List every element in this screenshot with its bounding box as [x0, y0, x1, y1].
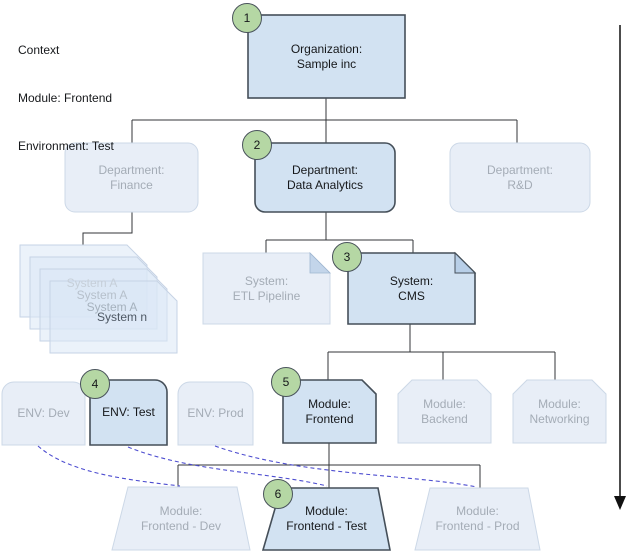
dept-finance-label-1: Department:: [98, 162, 165, 177]
system-etl-node[interactable]: System: ETL Pipeline: [203, 253, 330, 324]
instance-test-shape[interactable]: [261, 487, 391, 551]
step-badge-2: 2: [242, 130, 272, 160]
system-etl-label-1: System:: [244, 273, 289, 288]
organization-shape[interactable]: [247, 14, 406, 99]
env-test-node[interactable]: ENV: Test: [90, 380, 167, 445]
system-etl-label-2: ETL Pipeline: [232, 288, 301, 303]
env-prod-shape[interactable]: [177, 381, 254, 446]
module-networking-label-1: Module:: [538, 396, 581, 411]
dept-rnd-shape[interactable]: [449, 142, 591, 213]
dept-data-analytics-node[interactable]: Department: Data Analytics: [255, 143, 395, 212]
trace-env-prod-to-instance: [214, 445, 478, 488]
module-networking-node[interactable]: Module: Networking: [513, 380, 606, 443]
step-badge-4: 4: [80, 369, 110, 399]
instance-test-node[interactable]: Module: Frontend - Test: [263, 488, 390, 550]
dept-finance-node[interactable]: Department: Finance: [65, 143, 198, 212]
dept-data-analytics-shape[interactable]: [254, 142, 396, 213]
env-prod-node[interactable]: ENV: Prod: [178, 382, 253, 445]
system-cms-shape[interactable]: [347, 252, 476, 325]
dept-rnd-label-1: Department:: [486, 162, 554, 177]
system-stack-label-2: System A: [76, 288, 128, 302]
flow-direction-arrow: [614, 25, 626, 510]
organization-label-1: Organization:: [290, 41, 363, 56]
env-dev-node[interactable]: ENV: Dev: [2, 382, 85, 445]
connector-finance-to-systems: [82, 212, 133, 245]
dept-data-analytics-label-2: Data Analytics: [286, 177, 364, 192]
system-stack-label-3: System A: [86, 300, 138, 314]
context-module: Module: Frontend: [18, 91, 113, 105]
module-frontend-label-1: Module:: [308, 396, 351, 411]
instance-prod-node[interactable]: Module: Frontend - Prod: [415, 488, 540, 550]
instance-dev-node[interactable]: Module: Frontend - Dev: [112, 487, 250, 550]
instance-dev-shape[interactable]: [111, 486, 251, 551]
system-stack-label-4: System n: [96, 310, 147, 324]
organization-label-2: Sample inc: [296, 56, 357, 71]
module-backend-label-1: Module:: [423, 396, 466, 411]
system-cms-node[interactable]: System: CMS: [348, 253, 475, 324]
dept-rnd-node[interactable]: Department: R&D: [450, 143, 590, 212]
module-backend-node[interactable]: Module: Backend: [398, 380, 491, 443]
system-etl-fold-corner: [309, 252, 331, 274]
module-backend-label-2: Backend: [421, 411, 468, 426]
instance-prod-label-1: Module:: [456, 504, 499, 518]
module-networking-shape[interactable]: [512, 379, 607, 444]
instance-prod-shape[interactable]: [414, 487, 541, 551]
dept-finance-shape[interactable]: [64, 142, 199, 213]
system-cms-fold-corner: [454, 251, 477, 274]
system-stack-label-1: System A: [66, 276, 118, 290]
connector-frontend-to-instances: [177, 443, 481, 488]
instance-test-label-1: Module:: [305, 504, 348, 518]
instance-dev-label-1: Module:: [159, 503, 203, 518]
context-panel: Context Module: Frontend Environment: Te…: [18, 10, 114, 186]
organization-node[interactable]: Organization: Sample inc: [248, 15, 405, 98]
env-test-label: ENV: Test: [102, 405, 155, 419]
trace-env-test-to-instance: [127, 446, 328, 487]
module-frontend-node[interactable]: Module: Frontend: [283, 380, 376, 443]
instance-test-label-2: Frontend - Test: [286, 519, 367, 533]
dept-rnd-label-2: R&D: [507, 177, 533, 192]
instance-dev-label-2: Frontend - Dev: [140, 518, 222, 533]
system-stack-card-4[interactable]: [49, 280, 178, 354]
module-backend-shape[interactable]: [397, 379, 492, 444]
step-badge-1: 1: [232, 3, 262, 33]
connector-analytics-to-systems: [265, 212, 414, 253]
module-networking-label-2: Networking: [529, 411, 590, 426]
system-cms-label-1: System:: [389, 273, 434, 288]
context-environment: Environment: Test: [18, 139, 114, 153]
step-badge-6: 6: [263, 479, 293, 509]
system-cms-label-2: CMS: [398, 288, 425, 303]
env-prod-label: ENV: Prod: [187, 406, 244, 420]
trace-env-dev-to-instance: [37, 445, 181, 487]
connector-org-to-departments: [131, 98, 518, 143]
step-badge-3: 3: [332, 242, 362, 272]
system-etl-shape[interactable]: [202, 252, 331, 325]
step-badge-5: 5: [271, 367, 301, 397]
dept-finance-label-2: Finance: [110, 177, 153, 192]
module-frontend-label-2: Frontend: [305, 411, 354, 426]
instance-prod-label-2: Frontend - Prod: [435, 519, 520, 533]
context-title: Context: [18, 43, 60, 57]
dept-data-analytics-label-1: Department:: [291, 162, 359, 177]
env-dev-label: ENV: Dev: [17, 406, 70, 420]
connector-cms-to-modules: [327, 324, 556, 380]
